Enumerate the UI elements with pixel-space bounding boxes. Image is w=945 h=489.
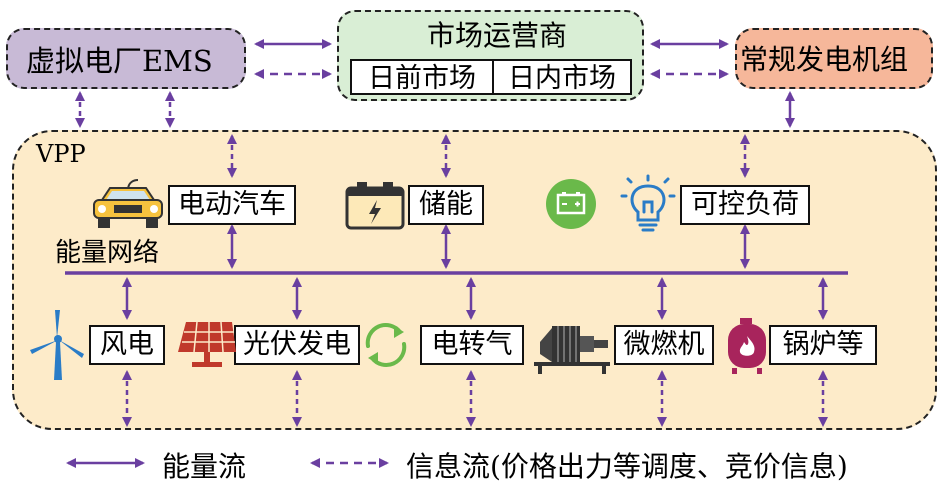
battery-storage-icon — [345, 182, 405, 230]
node-microturbine: 微燃机 — [614, 325, 714, 365]
intraday-market: 日内市场 — [492, 59, 632, 95]
node-boiler: 锅炉等 — [769, 325, 877, 365]
node-wind: 风电 — [89, 325, 165, 365]
legend-info-label: 信息流(价格出力等调度、竞价信息) — [406, 450, 848, 483]
microturbine-icon — [534, 326, 610, 374]
node-ev: 电动汽车 — [168, 185, 296, 225]
wind-turbine-icon — [30, 310, 84, 380]
vpp-title: VPP — [36, 140, 86, 168]
legend-energy-label: 能量流 — [162, 450, 247, 483]
market-title: 市场运营商 — [427, 19, 568, 52]
boiler-icon — [728, 318, 766, 374]
node-storage: 储能 — [408, 185, 484, 225]
node-pv: 光伏发电 — [234, 325, 360, 365]
node-p2g: 电转气 — [420, 325, 524, 365]
generator-box — [735, 28, 933, 89]
energy-network-label: 能量网络 — [55, 238, 160, 268]
recycle-arrows-icon — [365, 323, 407, 367]
generator-title: 常规发电机组 — [740, 43, 909, 76]
electric-car-icon — [93, 179, 163, 228]
battery-circle-icon — [546, 179, 596, 229]
node-controllable-load: 可控负荷 — [680, 185, 810, 225]
day-ahead-market: 日前市场 — [350, 59, 494, 95]
solar-panel-icon — [178, 321, 236, 367]
light-bulb-icon — [620, 174, 676, 232]
ems-title: 虚拟电厂EMS — [26, 44, 213, 78]
ems-box — [6, 28, 246, 89]
